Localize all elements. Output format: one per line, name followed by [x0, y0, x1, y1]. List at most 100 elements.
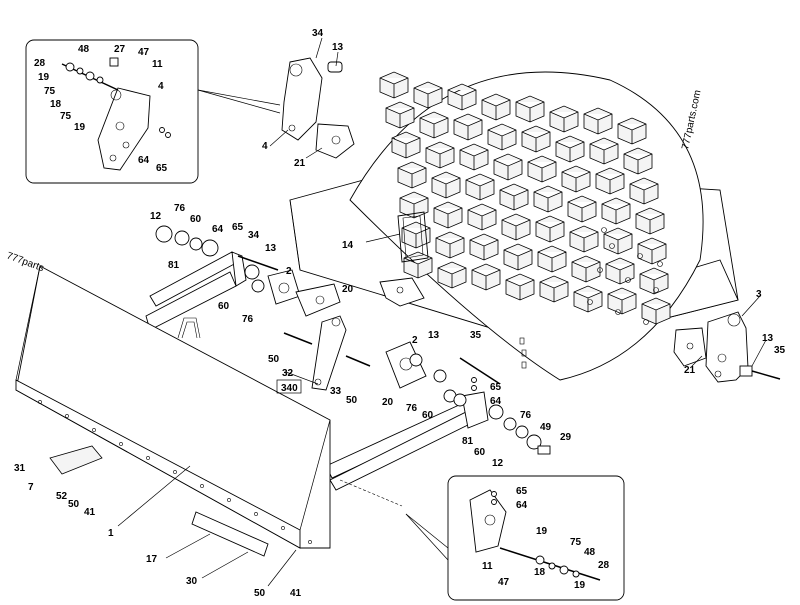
drum-pad: [391, 131, 421, 159]
callout: 52: [56, 491, 68, 502]
callout: 50: [268, 354, 280, 365]
drum-pad: [527, 155, 557, 183]
callout: 50: [254, 588, 266, 599]
drum-pad: [465, 173, 495, 201]
callout: 60: [474, 447, 486, 458]
drum-pad: [603, 227, 633, 255]
blade-bolt-hole: [281, 526, 285, 530]
drum-pad: [397, 161, 427, 189]
callout: 13: [428, 330, 440, 341]
blade-bolt-hole: [200, 484, 204, 488]
padfoot-drum-frame: [289, 71, 739, 381]
callout: 27: [114, 44, 126, 55]
drum-pad: [481, 93, 511, 121]
blade-bolt-hole: [65, 414, 69, 418]
drum-pad: [419, 111, 449, 139]
drum-pad: [469, 233, 499, 261]
blade-bolt-hole: [146, 456, 150, 460]
blade-bolt-hole: [119, 442, 123, 446]
callout: 75: [44, 86, 56, 97]
callout: 21: [684, 365, 696, 376]
callout: 64: [138, 155, 150, 166]
callout: 33: [330, 386, 342, 397]
drum-pad: [549, 105, 579, 133]
drum-pad: [635, 207, 665, 235]
callout: 60: [422, 410, 434, 421]
callout-labels: 34 13 27 47 48 28 11 19 75 18 75 19 4 64…: [14, 28, 786, 599]
drum-pad: [505, 273, 535, 301]
callout: 76: [406, 403, 418, 414]
callout: 20: [382, 397, 394, 408]
drum-pad: [521, 125, 551, 153]
drum-pad: [515, 95, 545, 123]
drum-pad: [437, 261, 467, 289]
drum-pad: [607, 287, 637, 315]
callout: 60: [218, 301, 230, 312]
callout: 65: [156, 163, 168, 174]
callout: 30: [186, 576, 198, 587]
drum-pad: [503, 243, 533, 271]
callout: 2: [412, 335, 418, 346]
watermark-right: 777parts.com: [680, 89, 703, 151]
callout: 18: [534, 567, 546, 578]
callout: 64: [490, 396, 502, 407]
drum-pad: [555, 135, 585, 163]
callout: 12: [150, 211, 162, 222]
callout: 75: [60, 111, 72, 122]
callout: 47: [498, 577, 510, 588]
callout: 3: [756, 289, 762, 300]
callout: 13: [332, 42, 344, 53]
drum-pad: [595, 167, 625, 195]
callout: 14: [342, 240, 354, 251]
callout: 60: [190, 214, 202, 225]
frame-hole: [653, 287, 659, 293]
detail-inset-bottom-right: [405, 475, 625, 601]
callout: 65: [516, 486, 528, 497]
callout: 65: [232, 222, 244, 233]
drum-pad: [501, 213, 531, 241]
callout: 20: [342, 284, 354, 295]
drum-pad: [641, 297, 671, 325]
frame-hole: [643, 319, 649, 325]
frame-hole: [587, 299, 593, 305]
drum-pad: [379, 71, 409, 99]
callout: 13: [762, 333, 774, 344]
callout: 49: [540, 422, 552, 433]
callout: 29: [560, 432, 572, 443]
callout: 48: [584, 547, 596, 558]
callout: 76: [242, 314, 254, 325]
drum-pad: [539, 275, 569, 303]
reference-box-label: 340: [281, 383, 298, 394]
drum-pad: [617, 117, 647, 145]
callout: 32: [282, 368, 294, 379]
right-arm-assembly: [673, 311, 781, 383]
drum-pad: [623, 147, 653, 175]
drum-pad: [459, 143, 489, 171]
blade-bolt-hole: [38, 400, 42, 404]
drum-pad: [537, 245, 567, 273]
drum-pad: [605, 257, 635, 285]
drum-pad: [561, 165, 591, 193]
callout: 50: [68, 499, 80, 510]
frame-hole: [615, 309, 621, 315]
drum-pad: [629, 177, 659, 205]
callout: 4: [158, 81, 164, 92]
leader-lines: [117, 37, 767, 587]
callout: 31: [14, 463, 26, 474]
callout: 19: [38, 72, 50, 83]
callout: 4: [262, 141, 268, 152]
blade-bolt-hole: [173, 470, 177, 474]
watermark-left: 777parts: [5, 250, 45, 274]
drum-pad: [571, 255, 601, 283]
callout: 47: [138, 47, 150, 58]
drum-pad: [573, 285, 603, 313]
drum-pad: [589, 137, 619, 165]
callout: 81: [462, 436, 474, 447]
blade-bolt-hole: [308, 540, 312, 544]
callout: 76: [520, 410, 532, 421]
frame-hole: [609, 243, 615, 249]
frame-hole: [657, 261, 663, 267]
drum-pad: [433, 201, 463, 229]
drum-pad: [447, 83, 477, 111]
